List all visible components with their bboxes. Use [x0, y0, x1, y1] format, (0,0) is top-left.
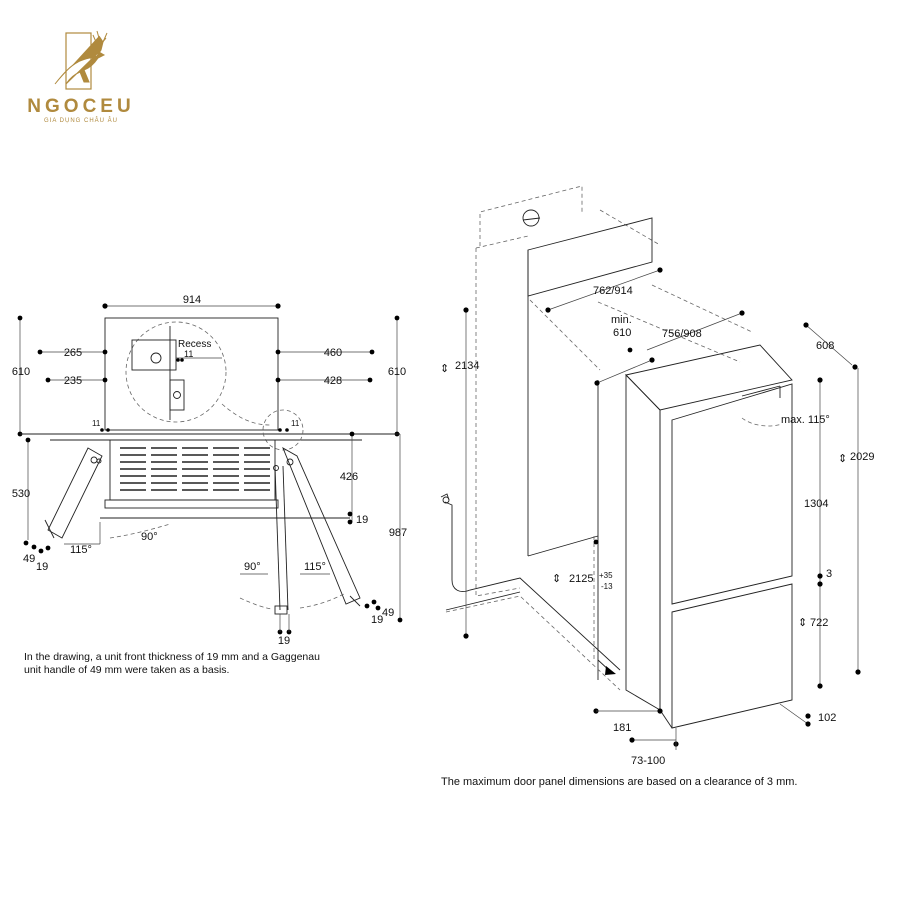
- dim-2029: 2029: [850, 451, 874, 463]
- dim-11-right: 11: [291, 419, 300, 428]
- upper-door: [671, 383, 793, 605]
- dim-49-right: 49: [382, 607, 394, 619]
- dim-102: 102: [818, 712, 836, 724]
- recess-label: Recess: [178, 339, 211, 350]
- dim-181: 181: [613, 722, 631, 734]
- dim-19-right-panel: 19: [356, 514, 368, 526]
- plan-note-line2: unit handle of 49 mm were taken as a bas…: [24, 664, 229, 676]
- dim-530: 530: [12, 488, 30, 500]
- arrow-722-icon: ⇕: [798, 617, 807, 629]
- iso-note: The maximum door panel dimensions are ba…: [441, 776, 797, 788]
- dim-max-115: max. 115°: [781, 414, 830, 426]
- brand-tagline: GIA DỤNG CHÂU ÂU: [44, 117, 118, 124]
- dim-19-right: 19: [371, 614, 383, 626]
- recess-detail-circle: [125, 321, 227, 423]
- dim-min-610: 610: [613, 327, 631, 339]
- dim-19-left: 19: [36, 561, 48, 573]
- dim-235: 235: [64, 375, 82, 387]
- angle-115-right: 115°: [304, 561, 326, 573]
- angle-115-left: 115°: [70, 544, 92, 556]
- plan-note-line1: In the drawing, a unit front thickness o…: [24, 651, 320, 663]
- right-door: [273, 446, 361, 607]
- dim-2125: 2125: [569, 573, 593, 585]
- left-door: [44, 447, 103, 539]
- arrow-2134-icon: ⇕: [440, 363, 449, 375]
- dim-min: min.: [611, 314, 632, 326]
- dim-19-bottom: 19: [278, 635, 290, 647]
- dim-73-100: 73-100: [631, 755, 665, 767]
- dim-987: 987: [389, 527, 407, 539]
- plan-view: 914 265 235 460 428 610 610 11 11: [12, 294, 407, 676]
- brand-logo: NGOCEU GIA DỤNG CHÂU ÂU: [27, 30, 134, 124]
- dim-610-right: 610: [388, 366, 406, 378]
- dim-2125-plus: +35: [599, 571, 613, 580]
- niche-outline: [104, 317, 279, 431]
- angle-90-right: 90°: [244, 561, 261, 573]
- dim-608: 608: [816, 340, 834, 352]
- angle-90-left: 90°: [141, 531, 158, 543]
- dim-265: 265: [64, 347, 82, 359]
- arrow-2125-icon: ⇕: [552, 573, 561, 585]
- dim-428: 428: [324, 375, 342, 387]
- dim-722: 722: [810, 617, 828, 629]
- dim-426: 426: [340, 471, 358, 483]
- lower-door: [671, 583, 793, 729]
- arrow-2029-icon: ⇕: [838, 453, 847, 465]
- brand-name: NGOCEU: [27, 96, 134, 117]
- dim-756-908: 756/908: [662, 328, 702, 340]
- deer-emblem-icon: [54, 30, 108, 90]
- dim-11-left: 11: [92, 419, 101, 428]
- isometric-view: 762/914 min. 610 756/908 608 ⇕ 2134 max.…: [440, 185, 874, 788]
- dim-762-914: 762/914: [593, 285, 633, 297]
- dim-610-left: 610: [12, 366, 30, 378]
- ventilation-grille: [120, 447, 270, 491]
- dim-914: 914: [183, 294, 201, 306]
- appliance-body: [109, 439, 276, 501]
- dim-460: 460: [324, 347, 342, 359]
- dim-49-left: 49: [23, 553, 35, 565]
- dim-3: 3: [826, 568, 832, 580]
- water-pipe: [444, 501, 621, 671]
- dim-1304: 1304: [804, 498, 828, 510]
- dim-2134: 2134: [455, 360, 479, 372]
- dim-recess-11: 11: [184, 349, 193, 359]
- dim-2125-minus: -13: [601, 582, 613, 591]
